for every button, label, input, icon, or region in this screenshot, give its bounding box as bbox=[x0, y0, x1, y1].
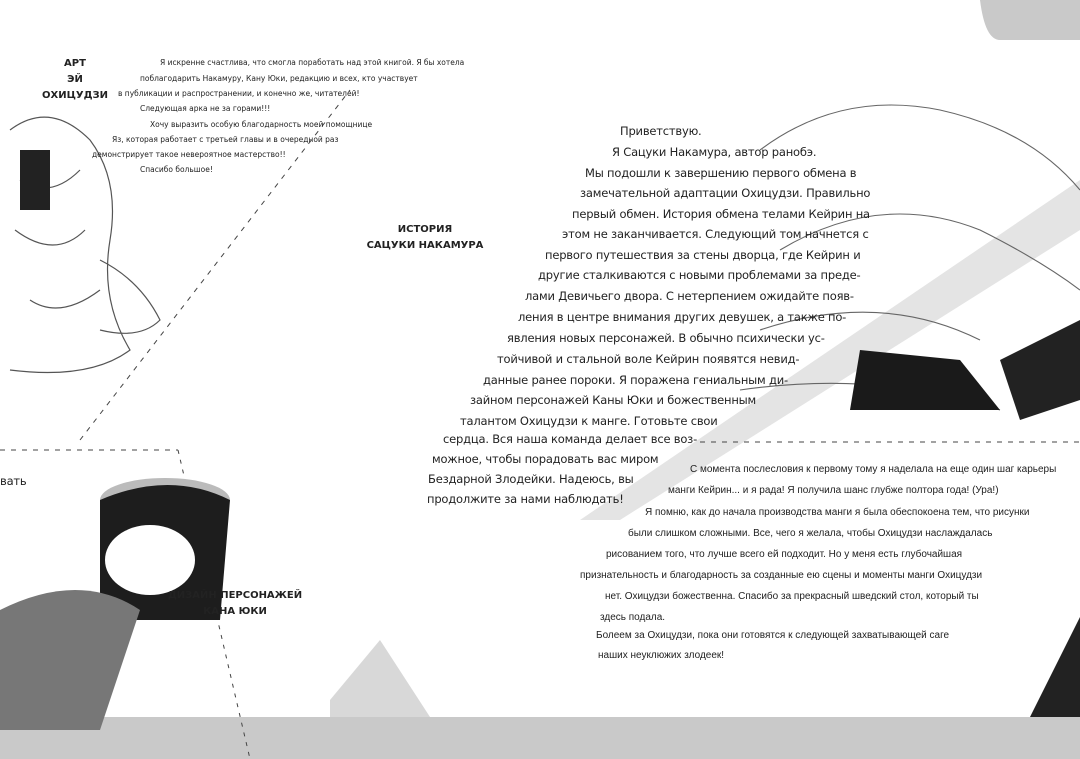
illustration-right-character bbox=[739, 104, 1080, 420]
text-line: Яз, которая работает с третьей главы и в… bbox=[112, 135, 339, 144]
text-line: Следующая арка не за горами!!! bbox=[140, 104, 271, 113]
text-line: зайном персонажей Каны Юки и божественны… bbox=[470, 393, 757, 407]
text-line: рисованием того, что лучше всего ей подх… bbox=[606, 549, 963, 560]
text-line: тойчивой и стальной воле Кейрин появятся… bbox=[497, 352, 800, 366]
illustration-chibi-character bbox=[0, 478, 230, 730]
credit-heading-art-line1: АРТ bbox=[64, 58, 86, 69]
illustration-left-character bbox=[9, 116, 161, 374]
text-line: Бездарной Злодейки. Надеюсь, вы bbox=[428, 472, 634, 486]
cut-off-text-fragment: вать bbox=[0, 474, 27, 488]
text-line: признательность и благодарность за созда… bbox=[580, 570, 983, 581]
text-line: Мы подошли к завершению первого обмена в bbox=[585, 166, 857, 180]
text-line: другие сталкиваются с новыми проблемами … bbox=[538, 268, 861, 282]
illustration-bottom-right-figure bbox=[1030, 617, 1080, 717]
gray-diagonal-band bbox=[580, 180, 1080, 520]
credit-heading-story-line1: ИСТОРИЯ bbox=[397, 224, 453, 235]
text-line: Я искренне счастлива, что смогла поработ… bbox=[160, 58, 465, 67]
text-line: талантом Охицудзи к манге. Готовьте свои bbox=[460, 414, 718, 428]
text-line: здесь подала. bbox=[600, 612, 666, 623]
credit-heading-story-line2: САЦУКИ НАКАМУРА bbox=[366, 240, 484, 251]
credit-heading-story: ИСТОРИЯ САЦУКИ НАКАМУРА bbox=[355, 222, 495, 254]
credit-heading-art-line2: ЭЙ ОХИЦУДЗИ bbox=[42, 74, 108, 101]
text-line: сердца. Вся наша команда делает все воз- bbox=[443, 432, 698, 446]
text-line: продолжите за нами наблюдать! bbox=[427, 492, 624, 506]
white-page-area bbox=[0, 0, 1080, 717]
text-line: первый обмен. История обмена телами Кейр… bbox=[572, 207, 870, 221]
gray-lower-band bbox=[330, 640, 430, 717]
text-line: этом не заканчивается. Следующий том нач… bbox=[562, 227, 869, 241]
credit-heading-design-line2: КАНА ЮКИ bbox=[203, 606, 267, 617]
text-line: данные ранее пороки. Я поражена гениальн… bbox=[483, 373, 788, 387]
text-line: нет. Охицудзи божественна. Спасибо за пр… bbox=[605, 591, 979, 602]
text-line: лами Девичьего двора. С нетерпением ожид… bbox=[525, 289, 854, 303]
text-line: явления новых персонажей. В обычно психи… bbox=[507, 331, 825, 345]
text-line: манги Кейрин... и я рада! Я получила шан… bbox=[668, 485, 999, 496]
credit-heading-art: АРТ ЭЙ ОХИЦУДЗИ bbox=[35, 56, 115, 104]
dashed-divider-upper bbox=[79, 89, 351, 441]
text-line: ления в центре внимания других девушек, … bbox=[518, 310, 847, 324]
text-line: Болеем за Охицудзи, пока они готовятся к… bbox=[596, 630, 950, 641]
text-line: первого путешествия за стены дворца, где… bbox=[545, 248, 861, 262]
text-line: в публикации и распространении, и конечн… bbox=[118, 89, 360, 98]
credit-heading-design: ДИЗАЙН ПЕРСОНАЖЕЙ КАНА ЮКИ bbox=[165, 588, 305, 620]
text-line: поблагодарить Накамуру, Кану Юки, редакц… bbox=[140, 74, 418, 83]
text-line: Я Сацуки Накамура, автор ранобэ. bbox=[612, 145, 817, 159]
text-line: С момента послесловия к первому тому я н… bbox=[690, 464, 1057, 475]
text-line: Спасибо большое! bbox=[140, 165, 213, 174]
text-line: Приветствую. bbox=[620, 124, 702, 138]
text-line: Я помню, как до начала производства манг… bbox=[645, 507, 1030, 518]
text-line: демонстрирует такое невероятное мастерст… bbox=[92, 150, 286, 159]
text-line: Хочу выразить особую благодарность моей … bbox=[150, 120, 373, 129]
credit-heading-design-line1: ДИЗАЙН ПЕРСОНАЖЕЙ bbox=[167, 590, 303, 601]
text-line: были слишком сложными. Все, чего я желал… bbox=[628, 528, 993, 539]
text-line: наших неуклюжих злодеек! bbox=[598, 650, 725, 661]
text-line: замечательной адаптации Охицудзи. Правил… bbox=[580, 186, 871, 200]
text-line: можное, чтобы порадовать вас миром bbox=[432, 452, 659, 466]
